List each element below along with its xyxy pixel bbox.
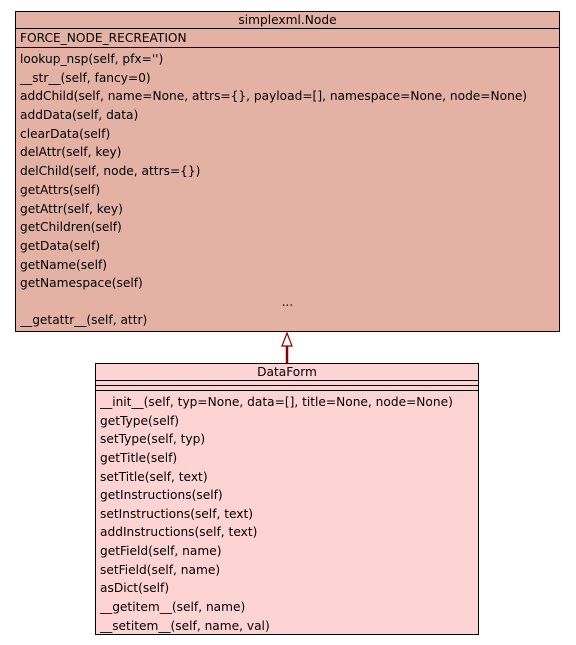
method-addinstructions: addInstructions(self, text) xyxy=(100,525,258,540)
method-getnamespace: getNamespace(self) xyxy=(20,276,143,291)
method-getattr-dunder: __getattr__(self, attr) xyxy=(20,312,148,327)
method-adddata: addData(self, data) xyxy=(20,108,139,123)
method-setfield: setField(self, name) xyxy=(100,562,221,577)
method-asdict: asDict(self) xyxy=(100,581,170,596)
method-getattrs: getAttrs(self) xyxy=(20,182,101,197)
attributes-section-dataform xyxy=(96,385,478,391)
method-init: __init__(self, typ=None, data=[], title=… xyxy=(100,395,453,409)
class-box-simplexml-node[interactable]: simplexml.Node FORCE_NODE_RECREATION loo… xyxy=(15,11,560,332)
method-getname: getName(self) xyxy=(20,257,108,272)
method-settype: setType(self, typ) xyxy=(100,432,206,447)
method-addchild: addChild(self, name=None, attrs={}, payl… xyxy=(20,89,528,104)
class-name-dataform: DataForm xyxy=(96,364,478,381)
method-setitem: __setitem__(self, name, val) xyxy=(100,618,270,633)
method-getchildren: getChildren(self) xyxy=(20,220,122,235)
method-gettitle: getTitle(self) xyxy=(100,450,178,465)
method-setinstructions: setInstructions(self, text) xyxy=(100,506,254,521)
method-cleardata: clearData(self) xyxy=(20,126,111,141)
class-box-dataform[interactable]: DataForm __init__(self, typ=None, data=[… xyxy=(95,363,479,635)
method-getdata: getData(self) xyxy=(20,238,101,253)
method-delchild: delChild(self, node, attrs={}) xyxy=(20,164,201,179)
method-settitle: setTitle(self, text) xyxy=(100,469,208,484)
method-getfield: getField(self, name) xyxy=(100,544,222,559)
method-delattr: delAttr(self, key) xyxy=(20,145,122,160)
method-str: __str__(self, fancy=0) xyxy=(20,70,151,85)
methods-ellipsis: ... xyxy=(281,294,294,309)
attributes-section-simplexml-node: FORCE_NODE_RECREATION xyxy=(16,29,559,48)
methods-section-simplexml-node: lookup_nsp(self, pfx='') __str__(self, f… xyxy=(16,48,559,330)
attribute-force-node-recreation: FORCE_NODE_RECREATION xyxy=(20,31,187,45)
method-getattr: getAttr(self, key) xyxy=(20,201,123,216)
class-name-simplexml-node: simplexml.Node xyxy=(16,12,559,29)
method-lookup-nsp: lookup_nsp(self, pfx='') xyxy=(20,52,164,66)
methods-section-dataform: __init__(self, typ=None, data=[], title=… xyxy=(96,391,478,635)
inheritance-arrowhead-icon xyxy=(281,331,293,347)
method-getinstructions: getInstructions(self) xyxy=(100,488,223,503)
method-getitem: __getitem__(self, name) xyxy=(100,600,246,615)
method-gettype: getType(self) xyxy=(100,413,180,428)
